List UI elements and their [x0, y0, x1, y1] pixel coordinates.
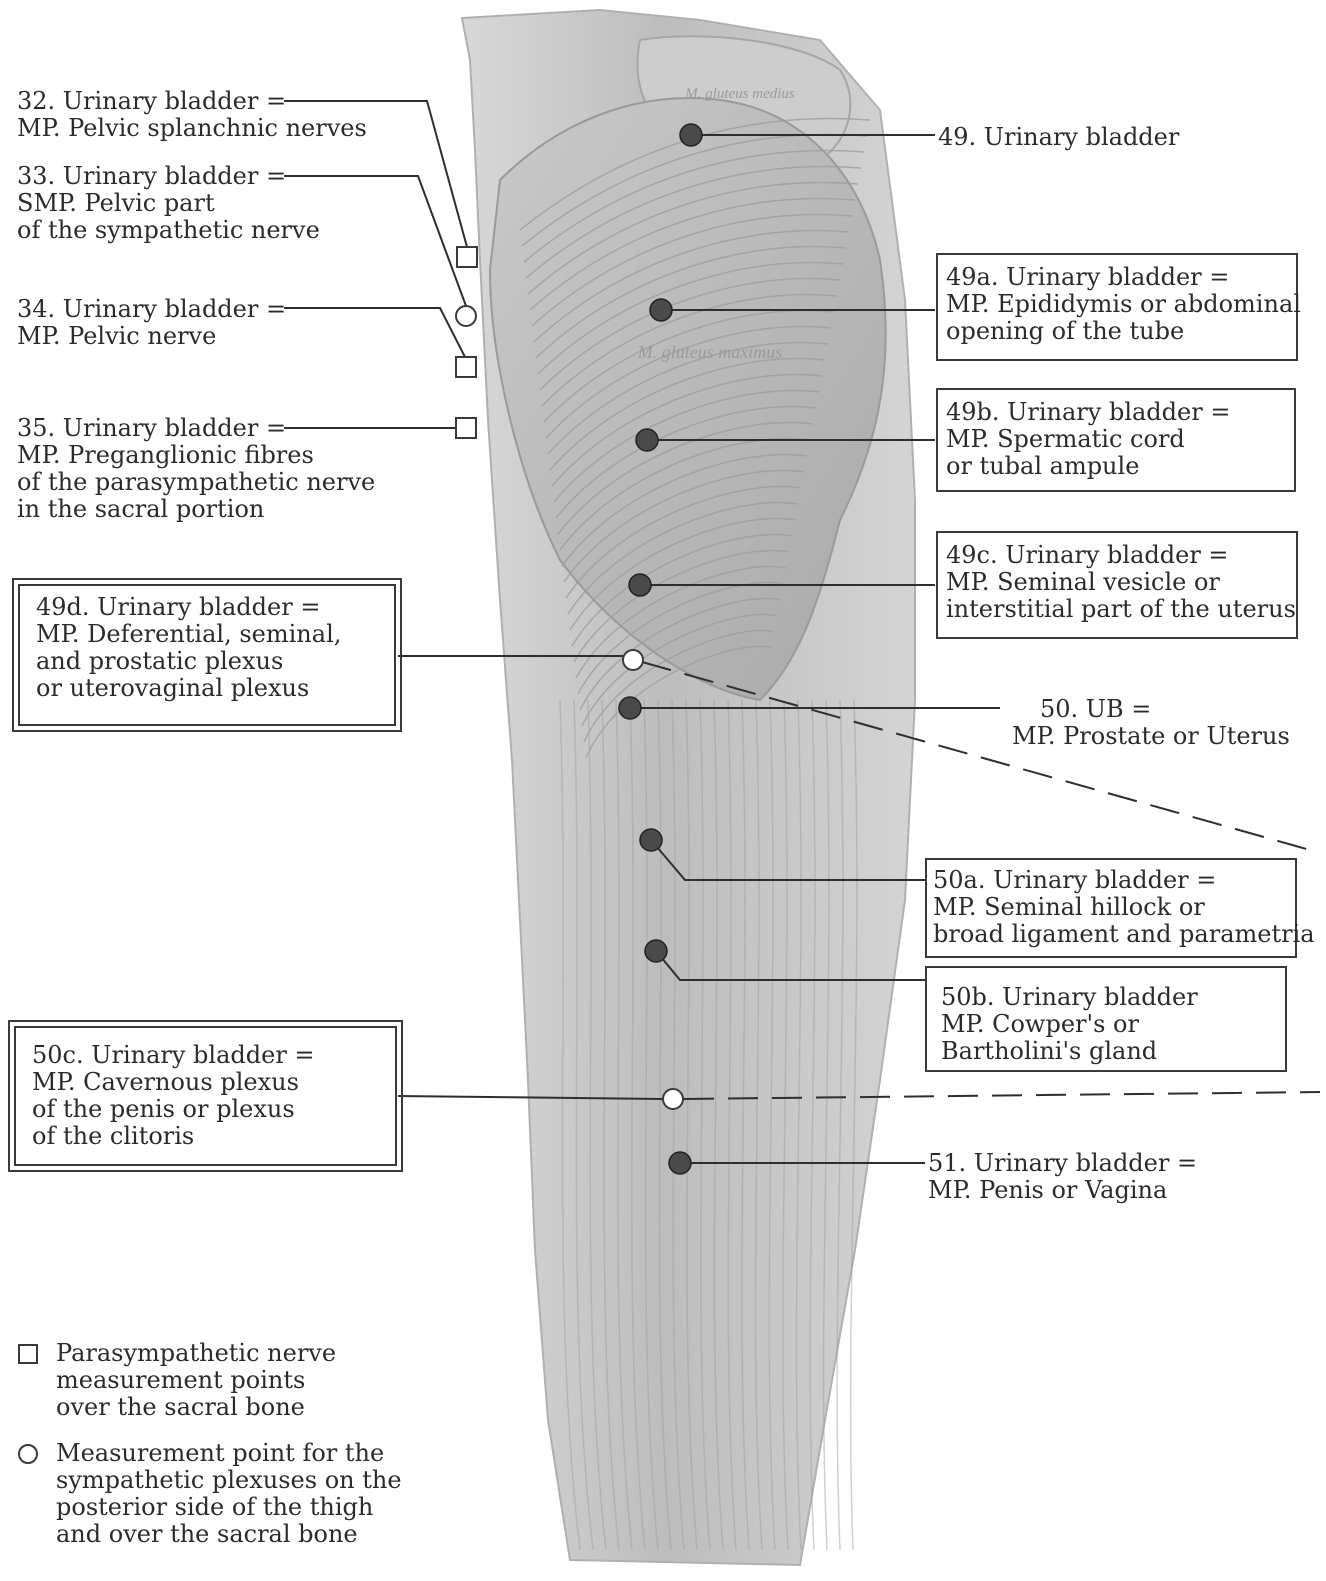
square-marker-32	[457, 247, 477, 267]
dot-49b	[636, 429, 658, 451]
square-symbol-icon	[18, 1344, 38, 1364]
label-50: 50. UB =MP. Prostate or Uterus	[1012, 696, 1290, 750]
dot-50b	[645, 940, 667, 962]
dot-49a	[650, 299, 672, 321]
box-49d: 49d. Urinary bladder =MP. Deferential, s…	[18, 584, 396, 726]
dot-49c	[629, 574, 651, 596]
label-49: 49. Urinary bladder	[938, 124, 1179, 151]
box-50a: 50a. Urinary bladder =MP. Seminal hilloc…	[925, 858, 1297, 958]
box-50c: 50c. Urinary bladder =MP. Cavernous plex…	[14, 1026, 397, 1166]
label-51: 51. Urinary bladder =MP. Penis or Vagina	[928, 1150, 1197, 1204]
circle-symbol-icon	[18, 1444, 38, 1464]
circle-marker-50c	[663, 1089, 683, 1109]
dot-50	[619, 697, 641, 719]
square-marker-34	[456, 357, 476, 377]
gluteus-medius-text: M. gluteus medius	[684, 86, 795, 102]
label-32: 32. Urinary bladder =MP. Pelvic splanchn…	[17, 88, 367, 142]
circle-marker-33	[456, 306, 476, 326]
gluteus-maximus-text: M. gluteus maximus	[637, 342, 782, 362]
box-49b: 49b. Urinary bladder =MP. Spermatic cord…	[936, 388, 1296, 492]
leader-34	[284, 308, 465, 357]
dot-50a	[640, 829, 662, 851]
label-35: 35. Urinary bladder =MP. Preganglionic f…	[17, 415, 375, 523]
circle-marker-49d	[623, 650, 643, 670]
box-49a: 49a. Urinary bladder =MP. Epididymis or …	[936, 253, 1298, 361]
square-marker-35	[456, 418, 476, 438]
dot-49	[680, 124, 702, 146]
label-34: 34. Urinary bladder =MP. Pelvic nerve	[17, 296, 286, 350]
dot-51	[669, 1152, 691, 1174]
box-49c: 49c. Urinary bladder =MP. Seminal vesicl…	[936, 531, 1298, 639]
